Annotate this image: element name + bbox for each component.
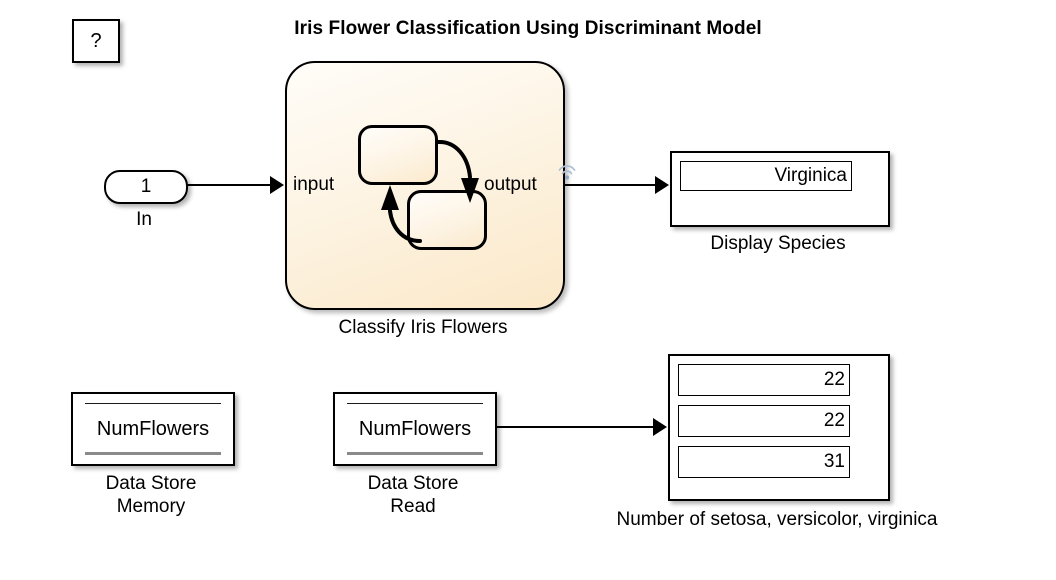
data-store-read-rule-top <box>347 403 483 404</box>
signal-line-chart-to-display[interactable] <box>563 184 655 186</box>
chart-block-label: Classify Iris Flowers <box>338 317 508 338</box>
display-counts-block[interactable]: 22 22 31 <box>668 354 890 501</box>
data-store-read-block[interactable]: NumFlowers <box>333 392 497 466</box>
display-counts-value-virginica: 31 <box>678 446 850 478</box>
transition-arrowhead-down <box>461 178 479 203</box>
display-species-value: Virginica <box>680 161 852 191</box>
data-store-memory-block[interactable]: NumFlowers <box>71 392 235 466</box>
inport-number: 1 <box>140 176 152 197</box>
display-counts-value-setosa: 22 <box>678 364 850 396</box>
inport-label: In <box>136 209 152 230</box>
display-counts-label: Number of setosa, versicolor, virginica <box>616 509 938 530</box>
chart-output-port-label: output <box>484 174 537 195</box>
signal-arrow-chart-input <box>270 176 284 194</box>
data-store-read-label: Data Store Read <box>367 473 459 517</box>
transition-arrowhead-up <box>381 185 399 210</box>
data-store-memory-rule-top <box>85 403 221 404</box>
signal-arrow-display-species-input <box>655 176 669 194</box>
inport-block[interactable]: 1 <box>104 170 188 204</box>
signal-viewer-icon[interactable] <box>556 160 578 182</box>
display-counts-value-versicolor: 22 <box>678 405 850 437</box>
help-question-mark-icon: ? <box>90 29 102 52</box>
data-store-memory-value: NumFlowers <box>96 417 210 440</box>
stateflow-chart-block[interactable] <box>285 61 565 310</box>
data-store-memory-label: Data Store Memory <box>105 473 197 517</box>
transition-arrow-down-path <box>436 140 472 179</box>
data-store-read-value: NumFlowers <box>358 417 472 440</box>
data-store-read-rule-bottom <box>347 452 483 455</box>
help-block[interactable]: ? <box>72 19 120 63</box>
display-species-label: Display Species <box>710 233 846 254</box>
stateflow-state-upper <box>358 125 438 185</box>
model-title: Iris Flower Classification Using Discrim… <box>294 18 762 39</box>
data-store-memory-rule-bottom <box>85 452 221 455</box>
transition-arrow-up-path <box>388 209 422 243</box>
stateflow-transition-arrows <box>381 140 479 243</box>
display-species-block[interactable]: Virginica <box>670 151 890 227</box>
signal-arrow-display-counts-input <box>653 418 667 436</box>
signal-line-read-to-counts[interactable] <box>495 426 653 428</box>
chart-input-port-label: input <box>293 174 335 195</box>
signal-line-in-to-chart[interactable] <box>186 184 270 186</box>
